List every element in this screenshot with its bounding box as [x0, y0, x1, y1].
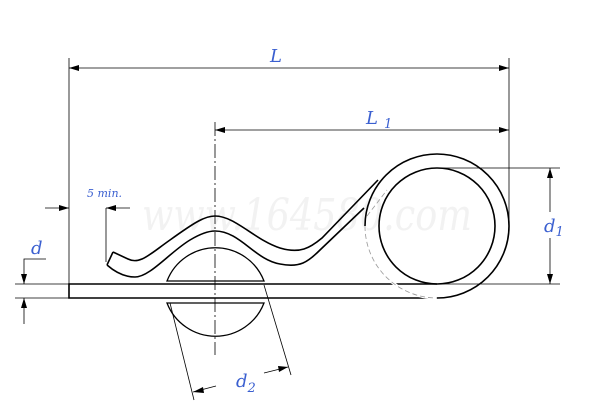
d2-arrows [193, 366, 288, 393]
d2-extension-left [169, 302, 195, 401]
min5-arrows [59, 205, 116, 211]
coil-hidden-line-2 [366, 189, 388, 217]
coil-inner [378, 167, 496, 285]
d-arrows [21, 274, 27, 308]
clip-wavy-leg-outer [112, 179, 379, 262]
min5-label: 5 min. [87, 187, 122, 200]
clip-straight-leg [68, 283, 437, 299]
d2-extension-right [263, 284, 292, 376]
L-label: L [269, 46, 282, 67]
clip-wavy-leg-inner [106, 207, 365, 278]
watermark: www.164580.com [142, 190, 472, 241]
d-leader [23, 258, 46, 284]
L1-arrow-left [215, 127, 225, 133]
L-arrow-left [69, 65, 79, 71]
d-label: d [31, 238, 43, 259]
d1-label: d1 [544, 216, 564, 240]
coil-hidden-line [364, 225, 438, 299]
clip-leg-end [106, 251, 114, 266]
pin-section-upper [166, 247, 265, 282]
d2-label: d2 [236, 371, 256, 396]
pin-section-lower [166, 302, 265, 337]
